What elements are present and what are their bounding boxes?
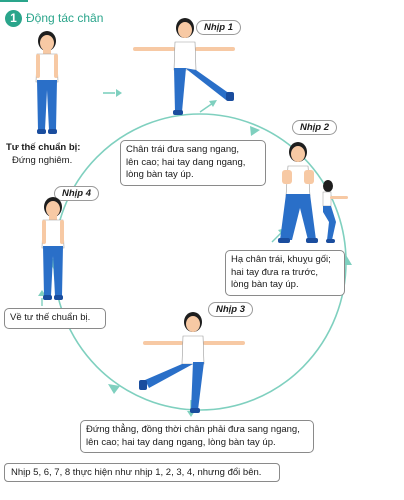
step2-line3: lòng bàn tay úp. (231, 279, 299, 290)
step1-line2: lên cao; hai tay dang ngang, (126, 156, 246, 168)
step4-box: Về tư thế chuẩn bị. (4, 308, 106, 329)
step3-box: Đứng thẳng, đồng thời chân phải đưa sang… (80, 420, 314, 453)
step3-line2: lên cao; hai tay dang ngang, lòng bàn ta… (86, 436, 276, 448)
step3-line1: Đứng thẳng, đồng thời chân phải đưa sang… (86, 424, 300, 435)
step1-tag: Nhịp 1 (196, 20, 242, 35)
girl-standing-return-figure (41, 197, 65, 300)
start-desc: Đứng nghiêm. (12, 154, 73, 166)
step1-line3: lòng bàn tay úp. (126, 169, 194, 180)
step1-box: Chân trái đưa sang ngang, lên cao; hai t… (120, 140, 266, 186)
step2-box: Hạ chân trái, khuỵu gối; hai tay đưa ra … (225, 250, 345, 296)
girl-standing-figure (35, 31, 59, 134)
start-title: Tư thế chuẩn bị: (6, 142, 81, 153)
step2-line1: Hạ chân trái, khuỵu gối; (231, 254, 331, 265)
step4-tag: Nhịp 4 (54, 186, 100, 201)
step4-line1: Về tư thế chuẩn bị. (10, 312, 91, 323)
girl-leg-side-figure (133, 18, 235, 115)
step2-line2: hai tay đưa ra trước, (231, 266, 319, 278)
step2-tag: Nhịp 2 (292, 120, 338, 135)
step1-line1: Chân trái đưa sang ngang, (126, 144, 240, 155)
girl-leg-side-right-figure (139, 312, 245, 413)
step3-tag: Nhịp 3 (208, 302, 254, 317)
start-caption: Tư thế chuẩn bị: Đứng nghiêm. (6, 142, 98, 167)
section-title: Động tác chân (26, 11, 104, 25)
footer-note: Nhịp 5, 6, 7, 8 thực hiện như nhịp 1, 2,… (4, 463, 280, 482)
section-number-badge: 1 (5, 9, 22, 27)
header-accent-line (0, 0, 28, 2)
girl-squat-figure (278, 142, 348, 243)
section-header: 1 Động tác chân (0, 6, 103, 30)
